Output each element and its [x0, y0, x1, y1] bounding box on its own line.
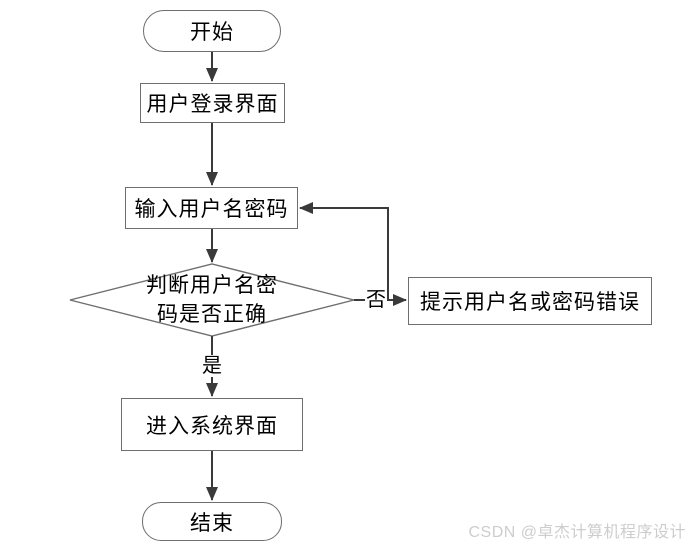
node-enter-system: 进入系统界面 [121, 398, 303, 451]
decision-label-line1: 判断用户名密 [146, 273, 278, 297]
node-login-ui-label: 用户登录界面 [146, 92, 279, 116]
node-end: 结束 [142, 502, 282, 541]
edge-label-no: 否 [365, 289, 387, 311]
node-start: 开始 [143, 10, 281, 52]
node-error-prompt: 提示用户名或密码错误 [408, 277, 652, 325]
decision-label-line2: 码是否正确 [157, 302, 267, 326]
node-check-credentials-label: 判断用户名密 码是否正确 [130, 271, 294, 329]
node-start-label: 开始 [190, 20, 234, 44]
node-input-credentials-label: 输入用户名密码 [134, 197, 289, 221]
node-input-credentials: 输入用户名密码 [125, 187, 298, 229]
edge-error-loop-to-input [299, 202, 389, 300]
watermark-text: CSDN @卓杰计算机程序设计 [468, 524, 686, 541]
edge-label-yes: 是 [201, 355, 223, 377]
node-enter-system-label: 进入系统界面 [146, 413, 278, 438]
node-login-ui: 用户登录界面 [140, 83, 285, 123]
node-error-prompt-label: 提示用户名或密码错误 [420, 290, 640, 314]
node-end-label: 结束 [190, 510, 234, 535]
